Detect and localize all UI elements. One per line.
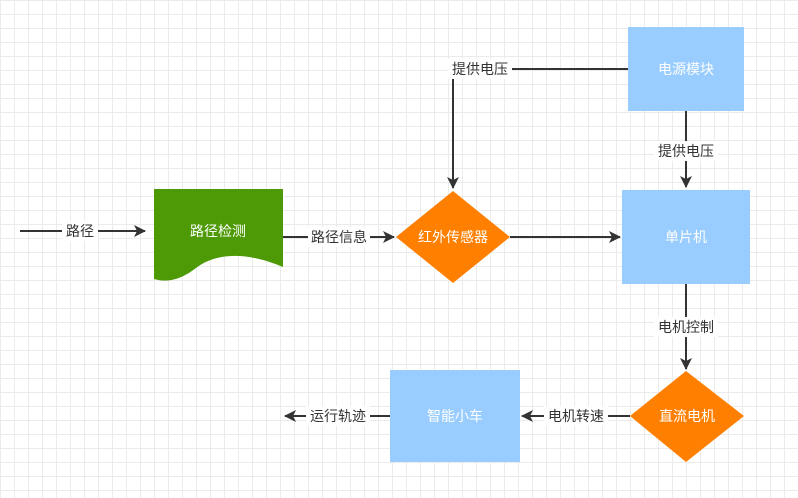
diamond-shape <box>396 191 510 283</box>
node-label-smart-car: 智能小车 <box>427 408 483 425</box>
node-label-mcu: 单片机 <box>665 230 707 246</box>
document-shape <box>154 189 283 281</box>
node-label-ir-sensor: 红外传感器 <box>418 229 488 246</box>
node-label-dc-motor: 直流电机 <box>659 408 715 425</box>
node-ir-sensor[interactable]: 红外传感器 <box>396 191 510 283</box>
node-smart-car[interactable]: 智能小车 <box>390 370 520 462</box>
node-label-path-detect: 路径检测 <box>190 224 246 240</box>
rectangle-shape <box>622 190 750 284</box>
node-power-module[interactable]: 电源模块 <box>628 27 744 111</box>
edge-label-path: 路径 <box>66 224 94 240</box>
rectangle-shape <box>390 370 520 462</box>
edge-label-supply-voltage-ir: 提供电压 <box>452 62 508 78</box>
node-dc-motor[interactable]: 直流电机 <box>630 371 744 462</box>
edge-power-to-ir <box>447 68 628 189</box>
edge-label-trajectory: 运行轨迹 <box>310 409 366 425</box>
edge-label-path-info: 路径信息 <box>311 229 367 246</box>
edge-label-supply-voltage-mcu: 提供电压 <box>658 144 714 160</box>
node-path-detect[interactable]: 路径检测 <box>154 189 283 281</box>
node-mcu[interactable]: 单片机 <box>622 190 750 284</box>
diamond-shape <box>630 371 744 462</box>
node-label-power-module: 电源模块 <box>658 62 714 78</box>
rectangle-shape <box>628 27 744 111</box>
edge-label-motor-speed: 电机转速 <box>548 409 604 425</box>
edge-label-motor-control: 电机控制 <box>658 320 714 336</box>
